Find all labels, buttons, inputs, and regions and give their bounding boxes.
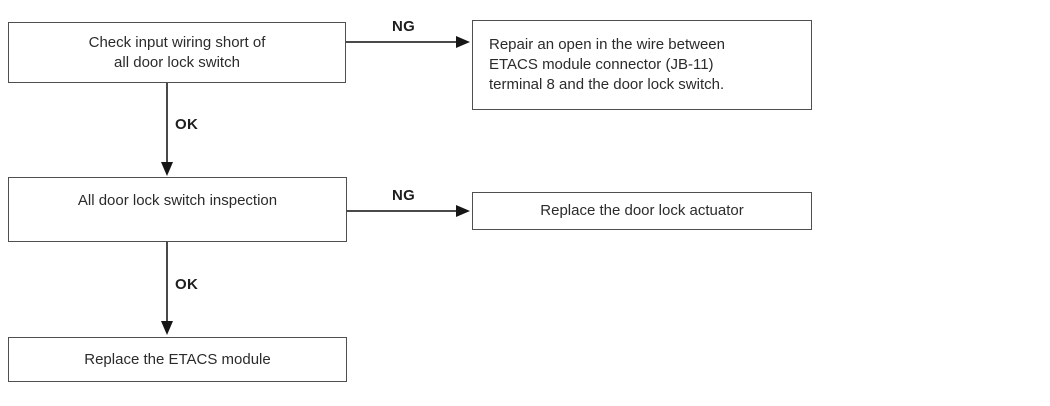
node-text-line: Replace the door lock actuator (540, 202, 744, 219)
edge-label-ng-2: NG (392, 187, 416, 204)
arrow-right-icon (456, 36, 470, 48)
node-repair-open-wire: Repair an open in the wire between ETACS… (472, 20, 812, 110)
node-text-line: All door lock switch inspection (77, 192, 278, 209)
node-text-line: Replace the ETACS module (84, 350, 271, 368)
node-text-line: ETACS module connector (JB-11) (489, 56, 714, 73)
edge-label-ng-1: NG (392, 18, 416, 35)
node-text-line: all door lock switch (114, 53, 240, 71)
arrow-down-icon (161, 162, 173, 176)
edge-label-ok-1: OK (175, 116, 199, 133)
arrow-right-icon (456, 205, 470, 217)
node-text-line: Check input wiring short of (88, 33, 266, 51)
node-all-door-lock-switch-inspection: All door lock switch inspection (8, 177, 347, 242)
node-replace-etacs-module: Replace the ETACS module (8, 337, 347, 382)
node-text-line: terminal 8 and the door lock switch. (489, 76, 725, 93)
node-check-input-wiring-short: Check input wiring short of all door loc… (8, 22, 346, 83)
connector-line-ng-2 (346, 210, 458, 212)
edge-label-ok-2: OK (175, 276, 199, 293)
node-text-line: Repair an open in the wire between (489, 36, 725, 53)
connector-line-ok-1 (166, 83, 168, 163)
connector-line-ng-1 (346, 41, 458, 43)
connector-line-ok-2 (166, 242, 168, 322)
arrow-down-icon (161, 321, 173, 335)
node-replace-door-lock-actuator: Replace the door lock actuator (472, 192, 812, 230)
